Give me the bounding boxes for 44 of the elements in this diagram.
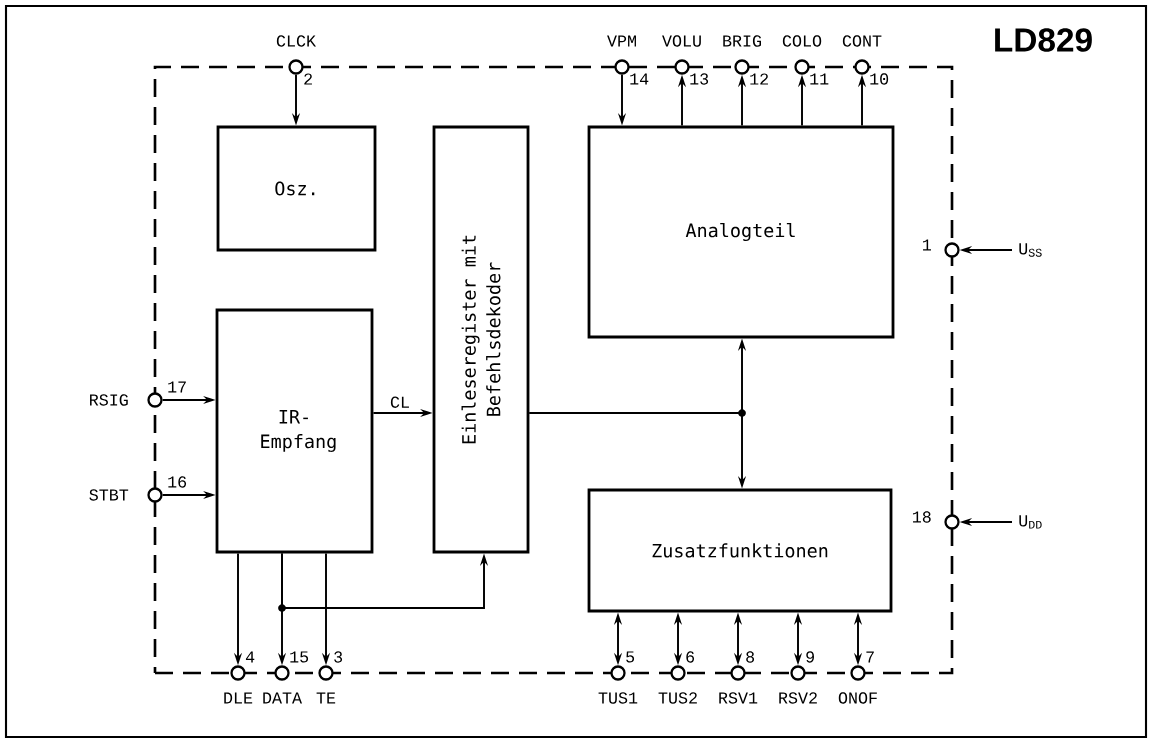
chip-outline [153,65,954,675]
pin-name: CLCK [276,35,316,47]
pin-number: 17 [168,381,186,393]
pin-name: VPM [607,35,636,47]
pin-number: 15 [290,651,309,663]
pin-name: TUS1 [598,692,638,704]
pin-number: 7 [866,651,874,663]
pin-number: 2 [304,73,312,85]
supply-label: U$_{SS}$ [1019,243,1042,257]
pin-number: 16 [168,476,187,488]
pin-number: 3 [334,651,343,663]
block-box: Osz. [216,125,377,252]
pin-name: RSV2 [779,692,817,704]
pin-number: 10 [870,73,889,85]
pin-name: VOLU [662,35,701,47]
pin-number: 14 [630,73,649,85]
pin-name: STBT [89,489,129,501]
pin-name: BRIG [723,35,761,47]
block-box: Analogteil [587,125,895,339]
pin-name: RSIG [90,394,128,406]
pin-number: 4 [245,651,255,663]
pin-name: DATA [263,692,302,704]
pin-name: TUS2 [658,692,697,704]
pin-name: DLE [224,692,253,704]
pin-name: COLO [782,35,822,47]
chip-title: LD829 [995,28,1092,52]
edge-label: CL [390,396,409,408]
pin-name: CONT [842,35,882,47]
pin-number: 11 [810,73,829,85]
pin-number: 1 [923,239,931,251]
block-box: IR- Empfang [215,308,374,554]
pin-number: 12 [750,73,768,85]
supply-label: U$_{DD}$ [1019,515,1042,529]
pin-number: 8 [746,651,755,663]
block-box: Einleseregister mit Befehlsdekoder [432,125,530,554]
pin-name: TE [316,692,336,704]
pin-name: RSV1 [719,692,758,704]
pin-number: 13 [690,73,709,85]
pin-number: 6 [686,651,695,663]
pin-number: 9 [806,651,814,663]
block-box: Zusatzfunktionen [587,488,893,613]
pin-number: 5 [626,651,635,663]
pin-number: 18 [912,511,931,523]
pin-name: ONOF [838,692,877,704]
